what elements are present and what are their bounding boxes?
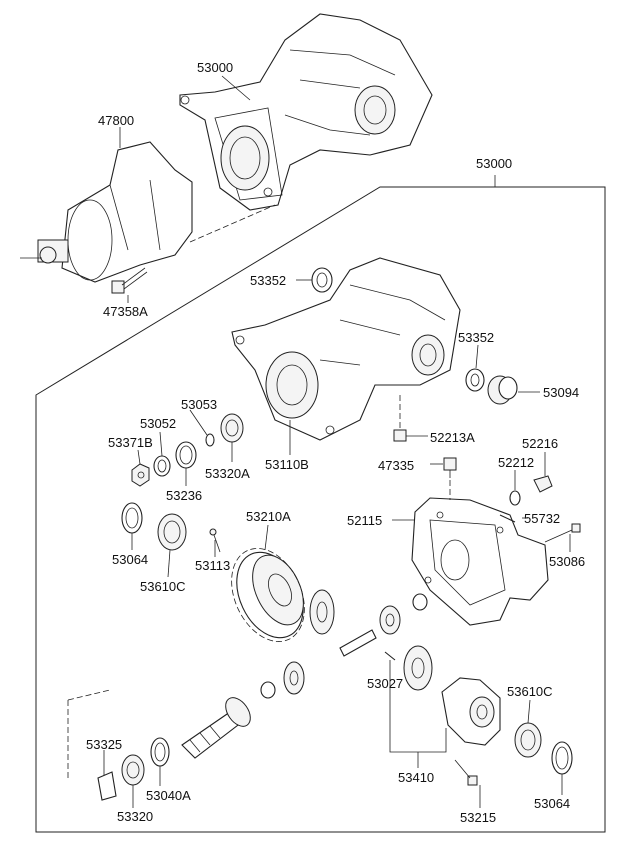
assembly-outline [35,186,606,833]
thrust-washer-left [260,681,276,699]
label-53352-top: 53352 [250,273,287,288]
label-53325: 53325 [86,737,123,752]
washer-52212 [509,490,521,506]
drive-pinion [181,697,251,759]
differential-case [441,677,501,746]
label-53053: 53053 [181,397,218,412]
rear-cover-52115 [411,497,549,626]
pinion-gear-lower [283,661,305,695]
seal-53064-left [121,502,143,534]
label-53352-right: 53352 [458,330,495,345]
seal-53352-right [465,368,485,392]
label-53320: 53320 [117,809,154,824]
label-52213A: 52213A [430,430,475,445]
spacer-53052 [153,455,171,477]
label-53371B: 53371B [108,435,153,450]
side-gear-right [403,645,433,691]
label-52216: 52216 [522,436,559,451]
label-53320A: 53320A [205,466,250,481]
side-gear-left [309,589,335,635]
label-53027: 53027 [367,676,404,691]
label-53086: 53086 [549,554,586,569]
label-53410: 53410 [398,770,435,785]
carrier-housing-53110B [231,257,461,441]
bearing-53320A [220,413,244,443]
ring-gear-53210A [231,548,305,642]
nut-53371B [131,463,150,487]
spacer-53040A [150,737,170,767]
label-52212: 52212 [498,455,535,470]
bearing-53320 [121,754,145,786]
label-53094: 53094 [543,385,580,400]
breather-47335 [443,457,457,478]
washer-53053 [205,433,215,447]
bolt-53113 [209,528,221,553]
label-53000-box: 53000 [476,156,513,171]
label-47800: 47800 [98,113,135,128]
label-53610C-right: 53610C [507,684,553,699]
pin-55732 [499,514,516,523]
pinion-shaft [339,629,377,657]
label-52115: 52115 [347,513,383,528]
label-55732: 55732 [524,511,561,526]
label-47358A: 47358A [103,304,148,319]
seal-53352-top [311,267,333,293]
label-53110B: 53110B [265,457,309,472]
label-53064-right: 53064 [534,796,571,811]
label-53236: 53236 [166,488,203,503]
label-53052: 53052 [140,416,177,431]
carrier-assembly-top [179,13,433,211]
shim-53236 [175,441,197,469]
extension-housing [20,141,193,283]
bearing-53610C-left [157,513,187,551]
label-53610C-left: 53610C [140,579,186,594]
thrust-washer-right [412,593,428,611]
plug-52213A [393,429,407,442]
flange-53094 [487,375,518,405]
label-53040A: 53040A [146,788,191,803]
label-53210A: 53210A [246,509,291,524]
label-53113: 53113 [195,558,231,573]
plug-52216 [533,475,553,493]
bolt-47358A [111,267,148,294]
seal-53325 [97,771,117,801]
label-53064-left: 53064 [112,552,149,567]
label-53215: 53215 [460,810,497,825]
pinion-gear-center [379,605,401,635]
seal-53064-right [551,741,573,775]
bolt-53086 [544,523,581,543]
bolt-53215 [454,759,478,786]
pin-53027 [384,651,396,661]
bearing-53610C-right [514,722,542,758]
label-47335: 47335 [378,458,415,473]
label-53000-top: 53000 [197,60,234,75]
